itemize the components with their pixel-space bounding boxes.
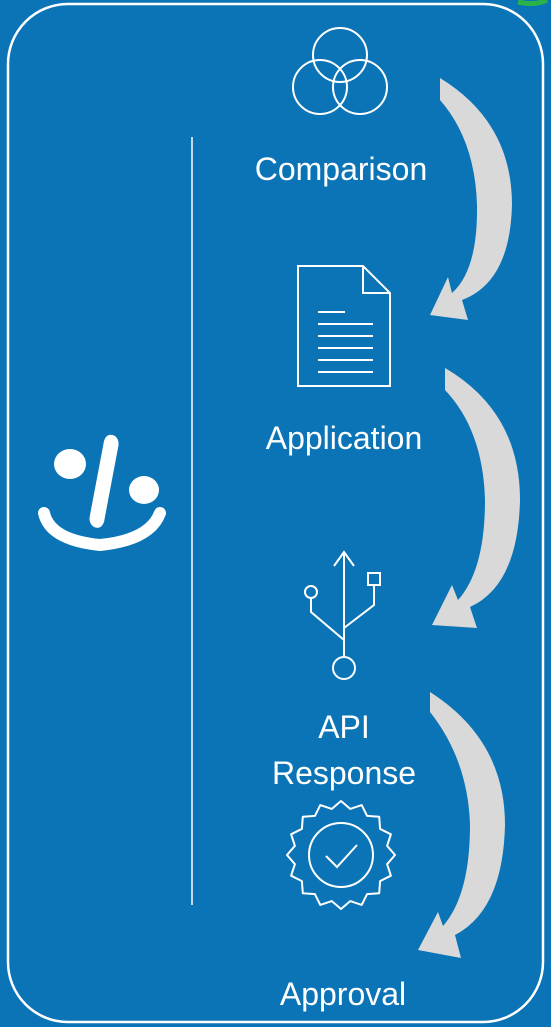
venn-diagram-icon [292,27,388,115]
approval-badge-icon [286,800,396,910]
step-label-line: Response [272,755,416,791]
smiley-percent-logo-icon [38,434,166,552]
step-label-line: Comparison [255,151,428,187]
panel-outline [6,2,545,1024]
step-label: Application [266,420,423,456]
step-label: Comparison [255,151,428,187]
usb-icon [304,550,381,680]
step-label-line: Application [266,420,423,456]
corner-accent [517,0,549,7]
curved-arrow-icon [430,78,512,320]
curved-arrow-icon [418,692,505,958]
step-label-line: API [318,709,370,745]
step-label: Approval [280,976,406,1012]
curved-arrow-icon [432,368,520,628]
step-label-line: Approval [280,976,406,1012]
step-label: API Response [272,709,416,791]
document-icon [297,265,391,387]
